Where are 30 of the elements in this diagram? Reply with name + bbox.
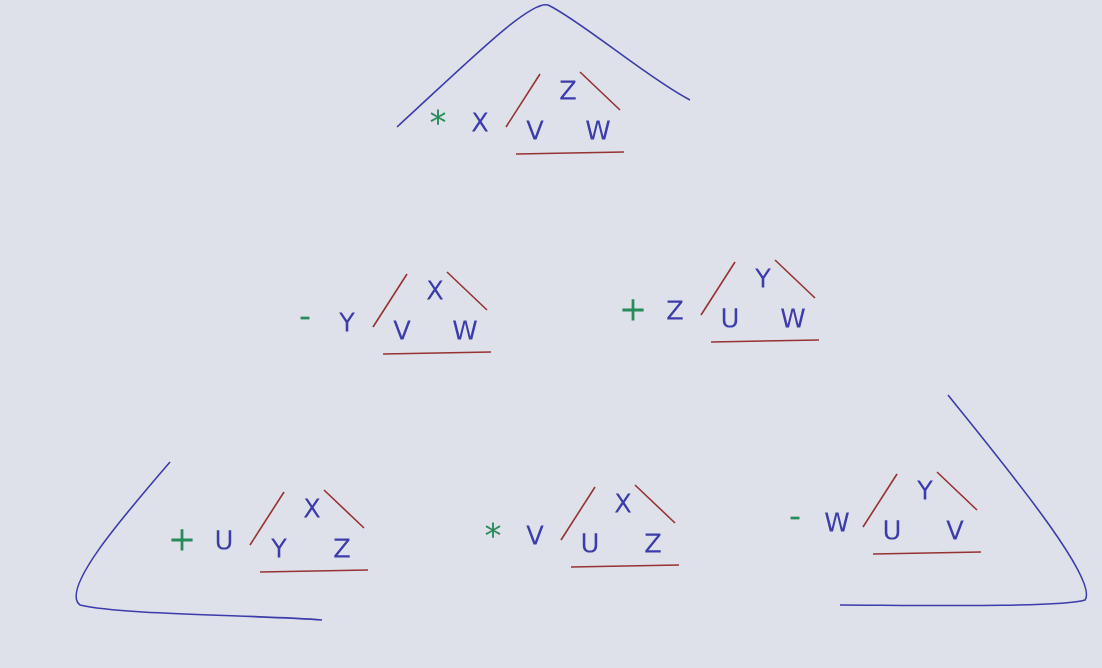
top-letter: X [614,493,632,513]
bottom-letter: W [781,308,805,328]
top-letter: X [426,280,444,300]
bottom-letter: V [393,320,411,340]
bottom-letter: U [722,308,738,328]
top-letter: X [303,498,321,518]
bottom-letter: Y [271,538,287,558]
top-letter: Y [917,480,933,500]
bottom-letter: Z [334,538,350,558]
bottom-letter: V [526,120,544,140]
bottom-letter: V [946,520,964,540]
variable-letter: Y [339,312,355,332]
bottom-letter: W [453,320,477,340]
operator-sign: + [622,299,644,321]
variable-letter: X [471,112,489,132]
top-letter: Y [755,268,771,288]
bottom-letter: Z [645,533,661,553]
variable-letter: V [526,525,544,545]
operator-sign: * [430,109,446,125]
operator-sign: - [790,516,800,520]
operator-sign: + [171,529,193,551]
variable-letter: U [216,530,232,550]
variable-letter: Z [667,300,683,320]
bottom-letter: U [884,520,900,540]
operator-sign: * [485,522,501,538]
variable-letter: W [825,512,849,532]
bottom-letter: U [582,533,598,553]
top-letter: Z [560,80,576,100]
operator-sign: - [300,316,310,320]
bottom-letter: W [586,120,610,140]
